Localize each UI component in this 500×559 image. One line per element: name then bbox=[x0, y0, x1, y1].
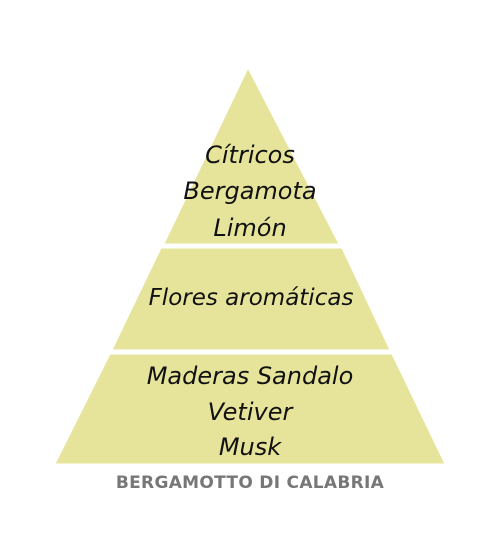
tier-bottom-line-1: Maderas Sandalo bbox=[147, 362, 354, 390]
tier-middle-line-1: Flores aromáticas bbox=[149, 285, 354, 311]
tier-middle-text: Flores aromáticas bbox=[149, 285, 354, 311]
tier-top-line-3: Limón bbox=[213, 214, 286, 242]
tier-top-line-1: Cítricos bbox=[205, 141, 295, 169]
tier-top-line-2: Bergamota bbox=[183, 177, 316, 205]
tier-bottom-line-2: Vetiver bbox=[208, 398, 295, 426]
pyramid-tier-top bbox=[163, 66, 340, 245]
product-caption: BERGAMOTTO DI CALABRIA bbox=[115, 473, 385, 493]
tier-top-text: Cítricos Bergamota Limón bbox=[183, 141, 316, 242]
tier-bottom-text: Maderas Sandalo Vetiver Musk bbox=[147, 362, 354, 461]
tier-bottom-line-3: Musk bbox=[219, 433, 282, 461]
pyramid-tier-middle bbox=[111, 247, 391, 351]
pyramid-tier-bottom bbox=[54, 353, 446, 465]
